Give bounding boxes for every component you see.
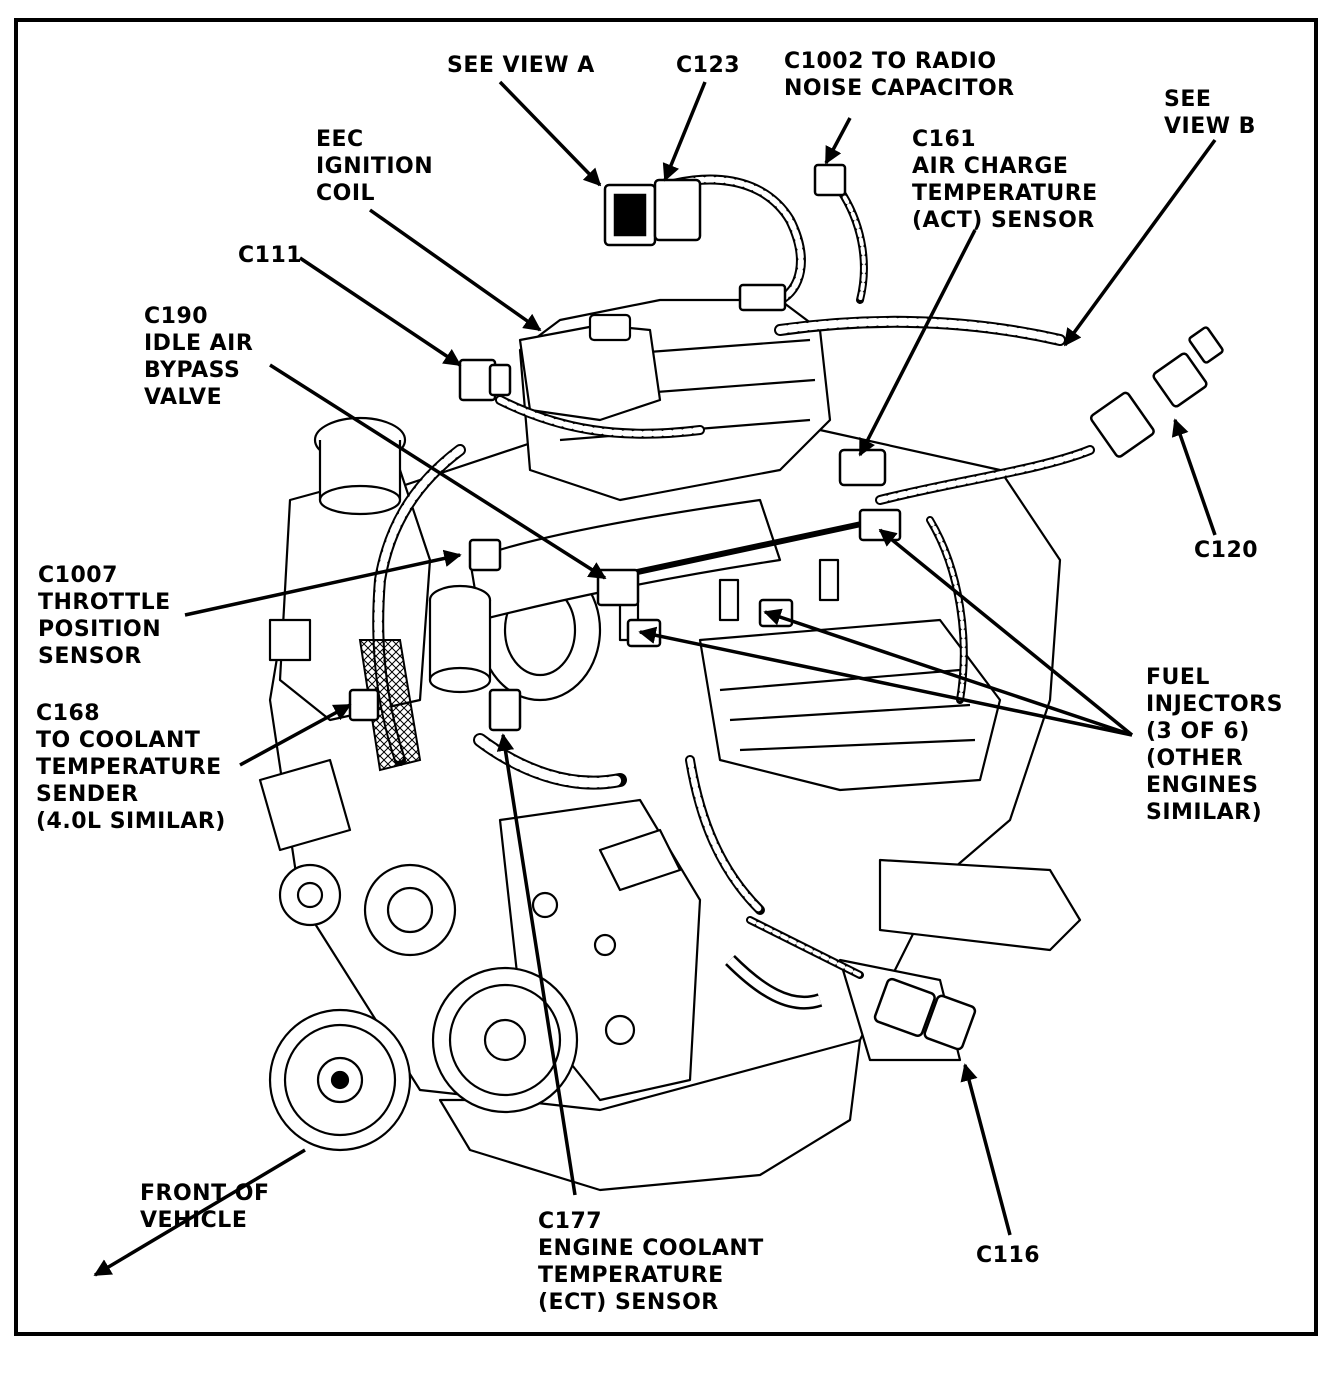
- label-c111: C111: [238, 243, 303, 268]
- arrow-injector-2: [763, 608, 1133, 737]
- leader-arrows: [93, 80, 1217, 1277]
- connector-c168: [348, 688, 380, 722]
- connector-injector-1: [858, 508, 902, 542]
- arrow-see-view-a: [498, 80, 602, 187]
- arrow-c1007: [184, 549, 462, 617]
- arrow-c177: [496, 733, 577, 1196]
- connector-c1007: [468, 538, 502, 572]
- label-eec-ignition-coil: EEC IGNITION COIL: [316, 127, 434, 206]
- arrow-see-view-b: [1063, 138, 1217, 347]
- arrow-c1002: [824, 117, 852, 165]
- connector-c123-right: [653, 178, 702, 242]
- connectors: [348, 163, 1224, 1051]
- arrow-c111: [299, 256, 462, 367]
- label-see-view-b: SEE VIEW B: [1164, 87, 1256, 139]
- label-c161: C161 AIR CHARGE TEMPERATURE (ACT) SENSOR: [912, 127, 1098, 233]
- arrow-c123: [662, 81, 707, 182]
- label-c123: C123: [676, 53, 741, 78]
- label-c1002: C1002 TO RADIO NOISE CAPACITOR: [784, 49, 1015, 101]
- label-c1007: C1007 THROTTLE POSITION SENSOR: [38, 563, 171, 669]
- arrow-injector-3: [638, 626, 1133, 737]
- connector-c1002: [813, 163, 847, 197]
- label-c177: C177 ENGINE COOLANT TEMPERATURE (ECT) SE…: [538, 1209, 764, 1315]
- label-c190: C190 IDLE AIR BYPASS VALVE: [144, 304, 254, 410]
- arrow-c120: [1171, 418, 1217, 536]
- arrow-eec-coil: [368, 208, 542, 332]
- arrow-c190: [269, 363, 607, 580]
- label-front-of-vehicle: FRONT OF VEHICLE: [140, 1181, 270, 1233]
- label-fuel-injectors: FUEL INJECTORS (3 OF 6) (OTHER ENGINES S…: [1146, 665, 1283, 825]
- connector-c116: [873, 977, 936, 1038]
- arrow-c161: [858, 229, 977, 457]
- connector-c190: [596, 568, 640, 607]
- connector-c161: [838, 448, 887, 487]
- connector-c177: [488, 688, 522, 732]
- label-see-view-a: SEE VIEW A: [447, 53, 595, 78]
- connector-c120: [1089, 391, 1155, 458]
- arrow-c116: [960, 1063, 1012, 1236]
- arrow-c168: [239, 703, 352, 767]
- label-c120: C120: [1194, 538, 1259, 563]
- label-c116: C116: [976, 1243, 1041, 1268]
- arrow-injector-1: [878, 528, 1134, 737]
- arrow-front-of-vehicle: [93, 1148, 306, 1277]
- wiring-harness: [358, 174, 1095, 979]
- label-c168: C168 TO COOLANT TEMPERATURE SENDER (4.0L…: [36, 701, 226, 834]
